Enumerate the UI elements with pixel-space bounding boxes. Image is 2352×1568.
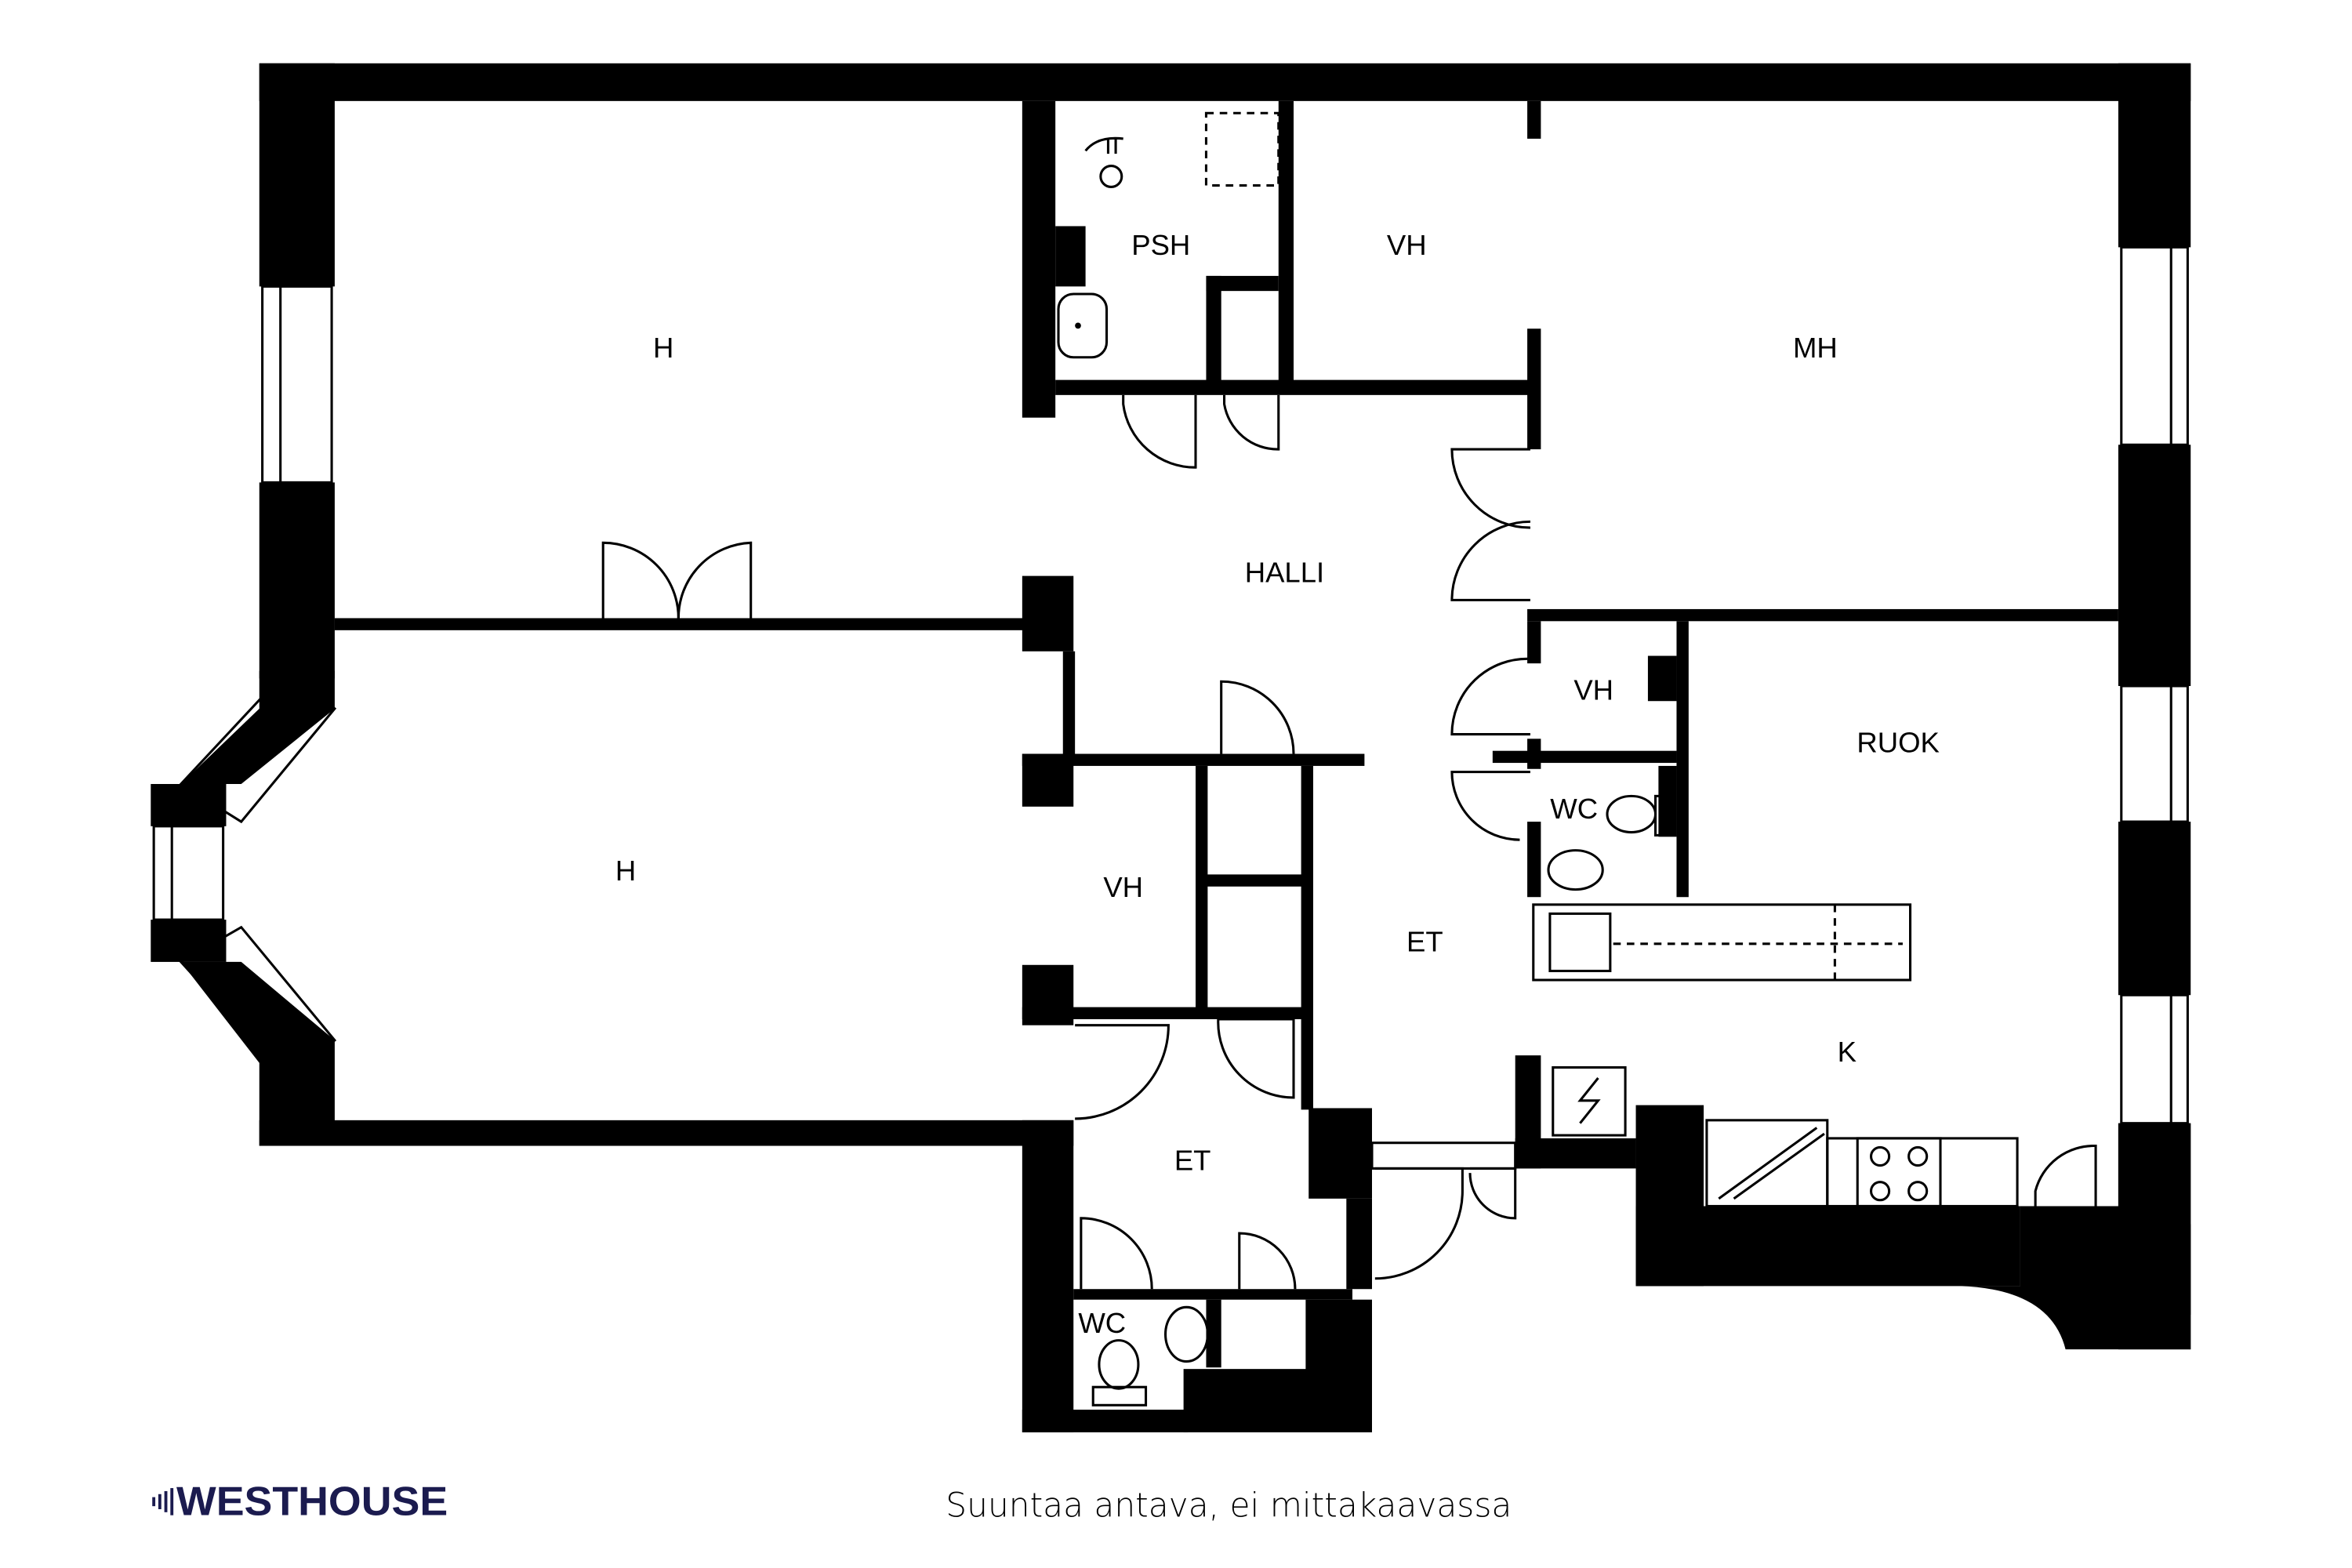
room-label-h-lower: H (615, 855, 636, 887)
room-label-ruok: RUOK (1857, 727, 1940, 759)
room-label-h-upper: H (653, 332, 673, 364)
doors (601, 394, 2097, 1290)
westhouse-logo: WESTHOUSE (152, 1479, 448, 1525)
room-label-et-lower: ET (1174, 1144, 1211, 1176)
room-label-wc-lower: WC (1078, 1307, 1126, 1339)
room-labels: H PSH VH MH HALLI VH RUOK WC H VH ET K E… (615, 229, 1940, 1339)
room-label-psh: PSH (1131, 229, 1190, 261)
room-label-halli: HALLI (1245, 556, 1325, 588)
room-label-k: K (1838, 1036, 1857, 1068)
room-label-wc-right: WC (1550, 793, 1598, 825)
room-label-mh: MH (1793, 332, 1838, 364)
room-label-vh-small: VH (1573, 673, 1613, 706)
room-label-vh-top: VH (1387, 229, 1427, 261)
room-label-et-center: ET (1406, 925, 1443, 957)
room-label-vh-mid: VH (1103, 871, 1143, 903)
fixtures (1057, 111, 2019, 1406)
disclaimer-text: Suuntaa antava, ei mittakaavassa (946, 1486, 1512, 1525)
windows (152, 245, 2189, 1125)
logo-text: WESTHOUSE (176, 1479, 448, 1525)
